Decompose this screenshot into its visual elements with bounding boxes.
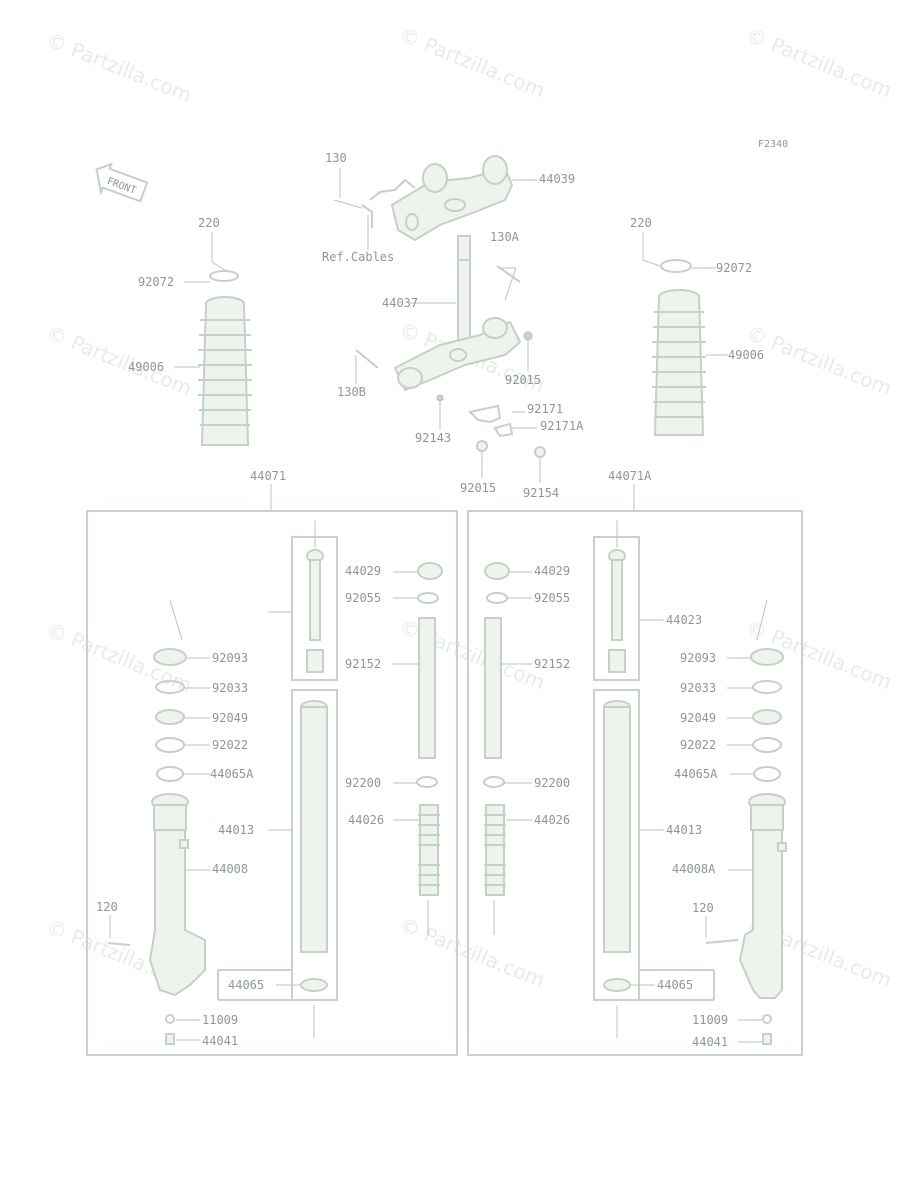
- front-arrow: FRONT: [95, 162, 149, 203]
- label-92015-top: 92015: [505, 373, 541, 387]
- label-44065A-left: 44065A: [210, 767, 254, 781]
- watermark: © Partzilla.com: [396, 912, 548, 992]
- label-120-right: 120: [692, 901, 714, 915]
- label-92049-left: 92049: [212, 711, 248, 725]
- label-44008: 44008: [212, 862, 248, 876]
- label-44023-right: 44023: [666, 613, 702, 627]
- boot-left-ribs: [198, 319, 252, 426]
- label-44026-left: 44026: [348, 813, 384, 827]
- outer-tube-right: [738, 793, 787, 999]
- label-130: 130: [325, 151, 347, 165]
- label-49006-left: 49006: [128, 360, 164, 374]
- label-92072-left: 92072: [138, 275, 174, 289]
- spacer-pipe-right: [483, 617, 505, 788]
- label-220-right: 220: [630, 216, 652, 230]
- label-44065-right: 44065: [657, 978, 693, 992]
- upper-bracket: [361, 155, 514, 242]
- boot-right-ribs: [652, 311, 706, 418]
- spacer-pipe-left: [416, 617, 438, 788]
- ref-cables-label: Ref.Cables: [322, 250, 394, 264]
- label-92171A: 92171A: [540, 419, 584, 433]
- label-44071A: 44071A: [608, 469, 652, 483]
- watermark: © Partzilla.com: [743, 320, 895, 400]
- label-44029-right: 44029: [534, 564, 570, 578]
- spring-left: [418, 804, 440, 935]
- label-130B: 130B: [337, 385, 366, 399]
- fork-assembly-right-box: [467, 510, 803, 1056]
- drain-right: [762, 1014, 772, 1045]
- label-44013-left: 44013: [218, 823, 254, 837]
- label-44065A-right: 44065A: [674, 767, 718, 781]
- label-92152-right: 92152: [534, 657, 570, 671]
- label-92154: 92154: [523, 486, 559, 500]
- label-92143: 92143: [415, 431, 451, 445]
- label-92055-right: 92055: [534, 591, 570, 605]
- cable-guide: [468, 404, 514, 438]
- label-92022-left: 92022: [212, 738, 248, 752]
- boot-left: [200, 232, 250, 446]
- label-92055-left: 92055: [345, 591, 381, 605]
- figure-code: F2340: [758, 139, 788, 150]
- cap-left: [417, 562, 443, 604]
- watermark: © Partzilla.com: [43, 27, 195, 107]
- label-92022-right: 92022: [680, 738, 716, 752]
- label-92033-left: 92033: [212, 681, 248, 695]
- label-44071: 44071: [250, 469, 286, 483]
- fork-assembly-left-box: [86, 510, 458, 1056]
- spring-right: [484, 804, 506, 935]
- label-44013-right: 44013: [666, 823, 702, 837]
- label-120-left: 120: [96, 900, 118, 914]
- label-130A: 130A: [490, 230, 520, 244]
- bolt-120-left: [107, 915, 131, 946]
- label-11009-right: 11009: [692, 1013, 728, 1027]
- label-92200-right: 92200: [534, 776, 570, 790]
- outer-tube-left: [148, 793, 206, 997]
- label-220-left: 220: [198, 216, 220, 230]
- label-92200-left: 92200: [345, 776, 381, 790]
- bolt-130B: [355, 349, 379, 369]
- label-44037: 44037: [382, 296, 418, 310]
- label-44008A: 44008A: [672, 862, 716, 876]
- label-92171: 92171: [527, 402, 563, 416]
- watermark: © Partzilla.com: [396, 22, 548, 102]
- label-92093-left: 92093: [212, 651, 248, 665]
- nut-92015: [523, 331, 533, 341]
- bolt-120-right: [705, 916, 739, 944]
- label-92049-right: 92049: [680, 711, 716, 725]
- bolt-130A: [496, 265, 521, 283]
- label-92072-right: 92072: [716, 261, 752, 275]
- label-44041-right: 44041: [692, 1035, 728, 1049]
- label-92093-right: 92093: [680, 651, 716, 665]
- damper-rod-right: [608, 520, 626, 673]
- watermark: © Partzilla.com: [743, 22, 895, 102]
- label-92152-left: 92152: [345, 657, 381, 671]
- label-44026-right: 44026: [534, 813, 570, 827]
- damper-rod-left: [306, 520, 324, 673]
- label-44029-left: 44029: [345, 564, 381, 578]
- inner-tube-right: [603, 700, 631, 1038]
- steering-stem: [393, 235, 522, 392]
- label-92015-bottom: 92015: [460, 481, 496, 495]
- label-11009-left: 11009: [202, 1013, 238, 1027]
- watermark: © Partzilla.com: [43, 320, 195, 400]
- label-92033-right: 92033: [680, 681, 716, 695]
- label-44065-left: 44065: [228, 978, 264, 992]
- boot-right: [642, 232, 705, 436]
- label-44041-left: 44041: [202, 1034, 238, 1048]
- inner-tube-left: [300, 700, 328, 1038]
- drain-left: [165, 1014, 175, 1045]
- cap-right: [484, 562, 510, 604]
- label-44039: 44039: [539, 172, 575, 186]
- label-49006-right: 49006: [728, 348, 764, 362]
